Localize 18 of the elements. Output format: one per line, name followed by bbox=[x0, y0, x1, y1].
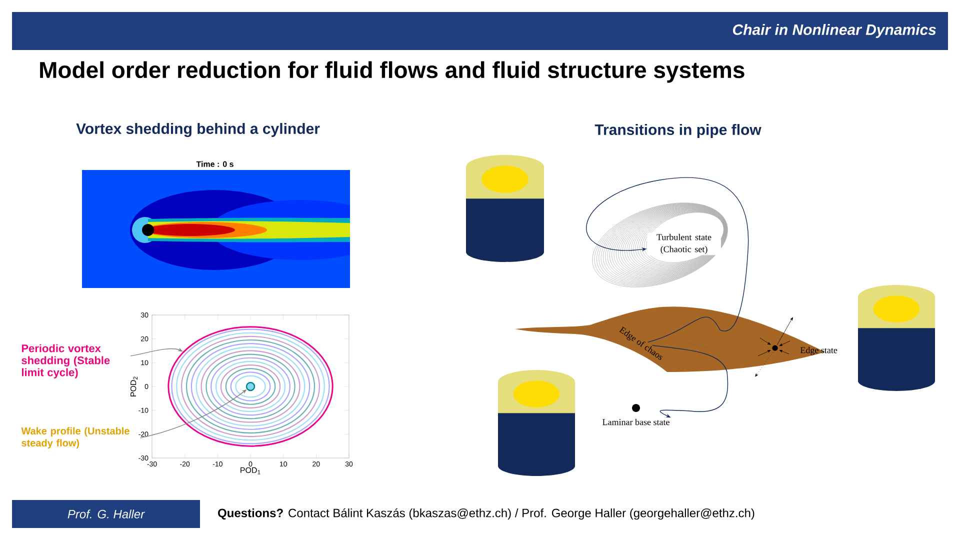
arrow bbox=[586, 177, 749, 343]
section-heading: Transitions in pipe flow bbox=[594, 124, 762, 138]
plot-title: Time : 0 s bbox=[196, 161, 234, 167]
annotation-text: Periodic vortex shedding (Stable limit cycle) bbox=[22, 344, 110, 378]
contact-text: Questions? Contact Bálint Kaszás (bkaszas@ethz.ch) / Prof. George Haller (georgehaller@ethz.ch) bbox=[218, 508, 754, 520]
arrow bbox=[652, 345, 728, 418]
header-bar: Chair in Nonlinear Dynamics bbox=[12, 12, 948, 50]
y-axis-title: POD$_{2}$ bbox=[130, 376, 138, 396]
spiral-center bbox=[246, 382, 256, 392]
state-label: Laminar base state bbox=[602, 418, 670, 426]
state-label: Edge state bbox=[800, 346, 838, 356]
annotation-text: Wake profile (Unstable steady flow) bbox=[21, 427, 130, 448]
state-label: Turbulent state (Chaotic set) bbox=[647, 232, 721, 256]
x-axis-title: POD$_{1}$ bbox=[240, 467, 260, 474]
name-banner: Prof. G. Haller bbox=[12, 500, 200, 528]
section-heading: Vortex shedding behind a cylinder bbox=[76, 122, 320, 138]
title: Model order reduction for fluid flows and fluid structure systems bbox=[40, 61, 744, 83]
surface-label: Edge of chaos bbox=[619, 326, 662, 360]
